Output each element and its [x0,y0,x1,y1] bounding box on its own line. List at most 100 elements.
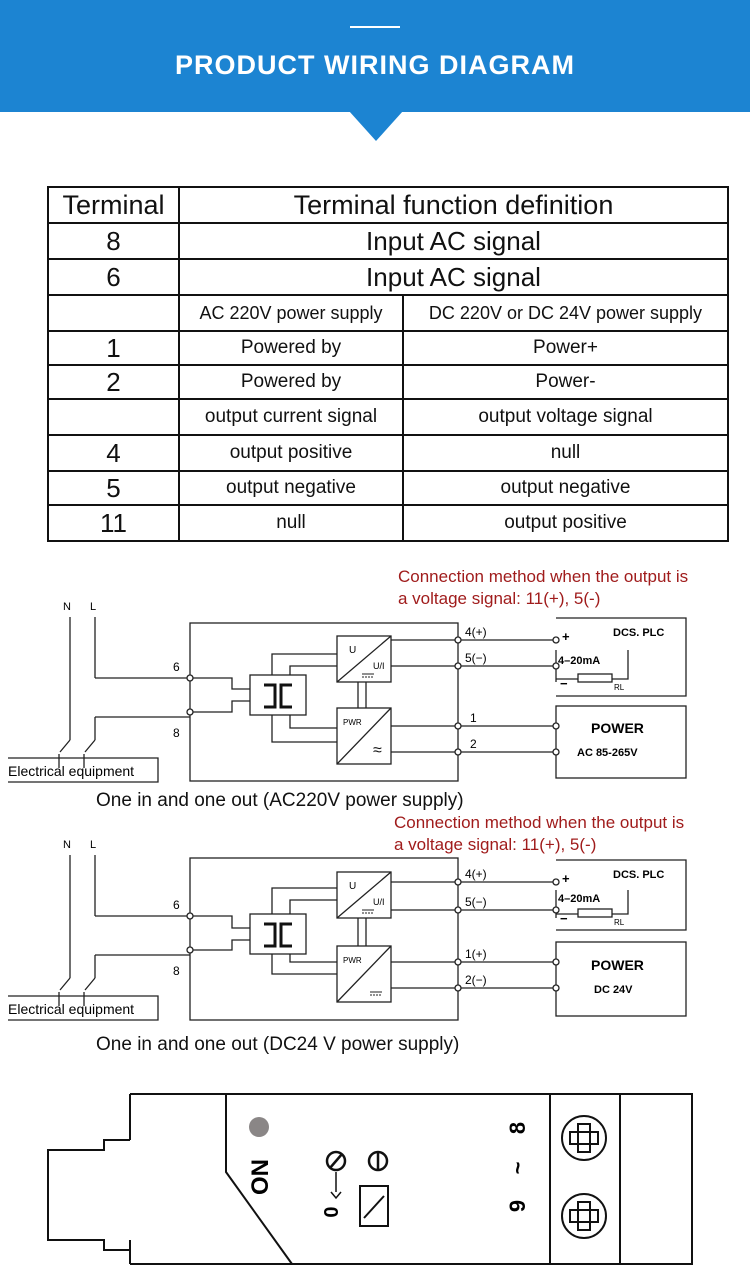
block-pwr-label: PWR [343,718,362,727]
ac-cell: Powered by [178,330,404,366]
status-led-icon [249,1117,269,1137]
ac-cell: output negative [178,470,404,506]
power-1-label: 1 [470,711,477,725]
label-n: N [63,839,71,851]
table-row: AC 220V power supply DC 220V or DC 24V p… [47,294,729,332]
page-title: PRODUCT WIRING DIAGRAM [175,50,575,80]
equipment-label: Electrical equipment [8,763,134,779]
header-function: Terminal function definition [178,186,729,224]
terminal-cell: 5 [47,470,180,506]
power-1-label: 1(+) [465,947,487,961]
terminal-cell: 2 [47,364,180,400]
supply-ac-cell: AC 220V power supply [178,294,404,332]
wiring-diagram-ac: ≈ N L 6 8 4(+) 5(−) 1 2 U U/I PWR DCS. P… [8,601,687,783]
terminal-screw-icon [561,1115,607,1239]
ac-cell: null [178,504,404,542]
plc-plus: + [562,629,570,644]
plc-plus: + [562,871,570,886]
power-range: AC 85-265V [577,747,638,759]
signal-current-cell: output current signal [178,398,404,436]
dc-cell: Power- [402,364,729,400]
isolator-icon [264,922,292,948]
plc-current: 4–20mA [558,655,600,667]
dc-cell: Power+ [402,330,729,366]
table-header-row: Terminal Terminal function definition [47,186,729,224]
terminal-table: Terminal Terminal function definition 8 … [47,186,729,542]
table-row: 2 Powered by Power- [47,364,729,400]
table-row: 1 Powered by Power+ [47,330,729,366]
terminal-cell: 1 [47,330,180,366]
header-banner: PRODUCT WIRING DIAGRAM [0,0,750,112]
terminal-cell: 11 [47,504,180,542]
note-line: Connection method when the output is [394,813,685,832]
ground-icon [362,673,374,678]
output-4-label: 4(+) [465,867,487,881]
plc-title: DCS. PLC [613,869,664,881]
power-2-label: 2(−) [465,973,487,987]
ac-cell: output positive [178,434,404,472]
note-line: a voltage signal: 11(+), 5(-) [398,589,601,608]
plc-minus: − [560,911,568,926]
terminal-8-label: 8 [173,726,180,740]
power-2-label: 2 [470,737,477,751]
terminal-9-mark: 9 [505,1200,530,1212]
terminal-tilde-mark: ~ [505,1161,530,1174]
wiring-diagram-dc: N L 6 8 4(+) 5(−) 1(+) 2(−) U U/I PWR DC… [8,839,687,1021]
table-row: 5 output negative output negative [47,470,729,506]
supply-dc-cell: DC 220V or DC 24V power supply [402,294,729,332]
function-cell: Input AC signal [178,258,729,296]
banner-pointer [349,111,403,141]
output-5-label: 5(−) [465,651,487,665]
plc-rl: RL [614,918,625,927]
label-l: L [90,601,96,613]
output-5-label: 5(−) [465,895,487,909]
note-line: a voltage signal: 11(+), 5(-) [394,835,597,854]
terminal-8-label: 8 [173,964,180,978]
isolator-icon [264,683,292,709]
dc-cell: output negative [402,470,729,506]
plc-current: 4–20mA [558,893,600,905]
header-rule [350,26,400,28]
table-row: 4 output positive null [47,434,729,472]
signal-voltage-cell: output voltage signal [402,398,729,436]
equipment-label: Electrical equipment [8,1001,134,1017]
power-title: POWER [591,720,644,736]
blank-cell [47,294,180,332]
header-terminal: Terminal [47,186,180,224]
plc-rl: RL [614,683,625,692]
blank-cell [47,398,180,436]
terminal-8-mark: 8 [505,1122,530,1134]
block-u-label: U [349,881,356,892]
block-u-label: U [349,645,356,656]
table-row: 8 Input AC signal [47,222,729,260]
potentiometer-icon [325,1150,389,1172]
power-title: POWER [591,957,644,973]
ac-wave-icon: ≈ [373,742,382,759]
block-ui-label: U/I [373,661,385,671]
terminal-6-label: 6 [173,660,180,674]
caption-ac: One in and one out (AC220V power supply) [96,790,464,811]
ac-cell: Powered by [178,364,404,400]
table-row: output current signal output voltage sig… [47,398,729,436]
device-illustration: ON 0 8 ~ 9 [47,1093,693,1265]
block-pwr-label: PWR [343,956,362,965]
power-range: DC 24V [594,984,633,996]
terminal-cell: 4 [47,434,180,472]
dc-cell: null [402,434,729,472]
output-4-label: 4(+) [465,625,487,639]
label-n: N [63,601,71,613]
on-label: ON [247,1159,274,1195]
table-row: 11 null output positive [47,504,729,542]
function-cell: Input AC signal [178,222,729,260]
plc-minus: − [560,676,568,691]
label-l: L [90,839,96,851]
connection-note-1: Connection method when the output is a v… [398,566,688,610]
dc-cell: output positive [402,504,729,542]
terminal-6-label: 6 [173,898,180,912]
note-line: Connection method when the output is [398,567,689,586]
plc-title: DCS. PLC [613,627,664,639]
block-ui-label: U/I [373,897,385,907]
terminal-cell: 6 [47,258,180,296]
caption-dc: One in and one out (DC24 V power supply) [96,1034,460,1055]
zero-label: 0 [321,1206,343,1217]
